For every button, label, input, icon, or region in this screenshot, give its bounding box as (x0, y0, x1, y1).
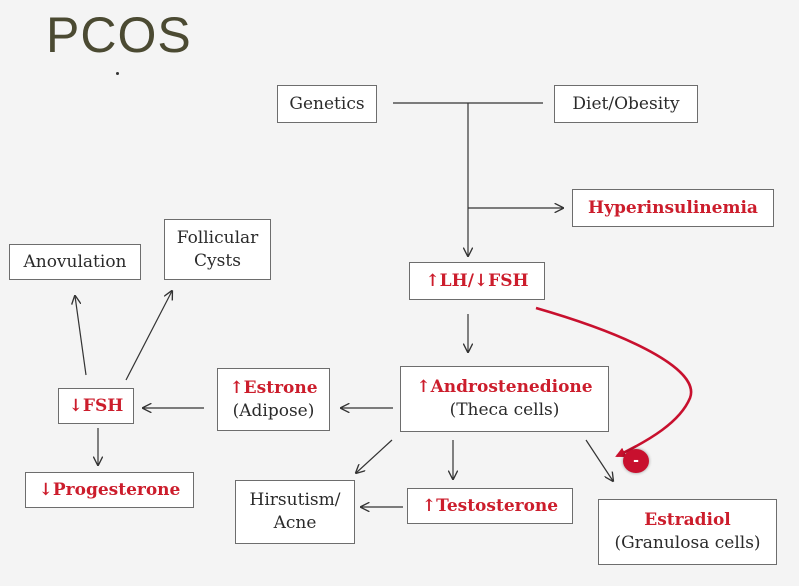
node-progesterone-label: ↓Progesterone (38, 479, 181, 500)
node-diet-obesity: Diet/Obesity (554, 85, 698, 123)
node-hirsutism-acne-line2: Acne (273, 513, 317, 533)
node-genetics-label: Genetics (289, 93, 365, 114)
node-lh-fsh-label: ↑LH/↓FSH (425, 270, 529, 291)
node-fsh: ↓FSH (58, 388, 134, 424)
node-genetics: Genetics (277, 85, 377, 123)
node-testosterone-label: ↑Testosterone (421, 495, 559, 516)
node-estrone: ↑Estrone (Adipose) (217, 368, 330, 431)
arrow-andro-to-estradiol (585, 439, 613, 481)
stray-dot (116, 72, 119, 75)
node-anovulation-label: Anovulation (23, 251, 127, 272)
arrow-fsh-to-cysts (125, 291, 172, 381)
node-fsh-label: ↓FSH (68, 395, 124, 416)
arrow-fsh-to-anovulation (75, 296, 87, 376)
node-androstenedione-label: ↑Androstenedione (416, 377, 593, 397)
node-hirsutism-acne-line1: Hirsutism/ (249, 490, 341, 510)
node-follicular-cysts-line2: Cysts (194, 250, 241, 271)
node-hyperinsulinemia-label: Hyperinsulinemia (588, 197, 758, 218)
node-follicular-cysts-line1: Follicular (176, 227, 259, 248)
node-estrone-label: ↑Estrone (229, 377, 318, 398)
node-testosterone: ↑Testosterone (407, 488, 573, 524)
node-diet-obesity-label: Diet/Obesity (572, 93, 680, 114)
node-hirsutism-acne: Hirsutism/ Acne (235, 480, 355, 544)
node-estrone-sublabel: (Adipose) (232, 400, 315, 421)
inhibition-badge: - (623, 449, 649, 473)
node-estradiol-sublabel: (Granulosa cells) (614, 533, 761, 553)
arrow-andro-to-hirsutism (356, 439, 393, 473)
node-hyperinsulinemia: Hyperinsulinemia (572, 189, 774, 227)
node-anovulation: Anovulation (9, 244, 141, 280)
page-title: PCOS (46, 7, 192, 63)
node-androstenedione: ↑Androstenedione (Theca cells) (400, 366, 609, 432)
node-lh-fsh: ↑LH/↓FSH (409, 262, 545, 300)
node-androstenedione-sublabel: (Theca cells) (449, 400, 560, 420)
inhibition-arrow (535, 306, 693, 458)
node-follicular-cysts: Follicular Cysts (164, 219, 271, 280)
node-estradiol: Estradiol (Granulosa cells) (598, 499, 777, 565)
node-progesterone: ↓Progesterone (25, 472, 194, 508)
node-estradiol-label: Estradiol (644, 510, 731, 530)
